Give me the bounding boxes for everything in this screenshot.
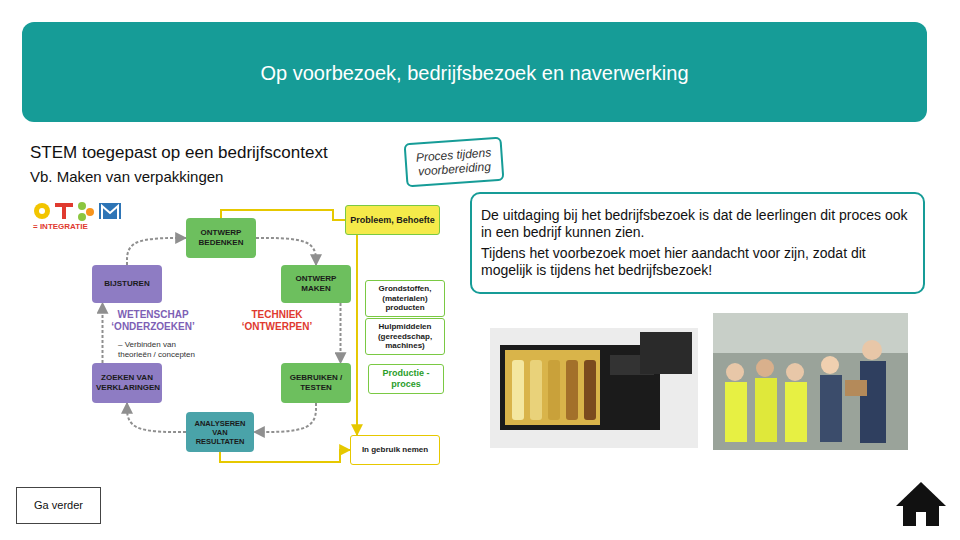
node-text: ONTWERP MAKEN (285, 274, 347, 293)
stem-logo (34, 202, 121, 221)
node-text: Hulpmiddelen (gereedschap, machines) (370, 322, 440, 351)
flow-arrow (256, 238, 316, 265)
process-box: ZOEKEN VAN VERKLARINGEN (92, 363, 162, 403)
process-box: ONTWERP MAKEN (281, 265, 351, 303)
note-box: De uitdaging bij het bedrijfsbezoek is d… (470, 192, 925, 294)
node-text: Probleem, Behoefte (350, 215, 435, 226)
node-text: ONTWERP BEDENKEN (190, 228, 252, 247)
product-photo (490, 328, 698, 448)
flow-arrow (102, 303, 104, 363)
process-box: BIJSTUREN (92, 265, 162, 303)
node-text: Tijdens het voorbezoek moet hier aandach… (481, 245, 914, 279)
resource-box: Grondstoffen, (materialen) producten (365, 280, 445, 317)
heading-label: STEM toegepast op een bedrijfscontext (30, 143, 390, 163)
node-text: ZOEKEN VAN VERKLARINGEN (96, 373, 158, 392)
callout-tag: Proces tijdens voorbereiding (404, 137, 505, 188)
process-label-box: Productie - proces (368, 364, 444, 394)
node-text: Grondstoffen, (materialen) producten (370, 284, 440, 313)
home-icon (896, 482, 946, 526)
flow-arrow (356, 235, 358, 435)
slide-title: Op voorbezoek, bedrijfsbezoek en naverwe… (22, 62, 927, 85)
node-text: BIJSTUREN (96, 279, 158, 289)
output-box: In gebruik nemen (350, 435, 440, 465)
resource-box: Hulpmiddelen (gereedschap, machines) (365, 318, 445, 355)
input-box: Probleem, Behoefte (345, 205, 440, 235)
domain-label: TECHNIEK ‘ONTWERPEN’ (234, 309, 320, 333)
flow-arrow (254, 403, 316, 432)
node-text: ANALYSEREN VAN RESULTATEN (190, 419, 250, 446)
process-box: ANALYSEREN VAN RESULTATEN (186, 412, 254, 452)
process-box: GEBRUIKEN / TESTEN (281, 363, 351, 403)
node-text: De uitdaging bij het bedrijfsbezoek is d… (481, 207, 914, 241)
node-text: Proces tijdens voorbereiding (410, 145, 498, 180)
legend-note: = INTEGRATIE (33, 222, 113, 232)
process-box: ONTWERP BEDENKEN (186, 218, 256, 258)
title-banner (22, 22, 927, 122)
subheading-label: Vb. Maken van verpakkingen (30, 168, 390, 186)
node-text: Productie - proces (373, 368, 439, 390)
domain-label: WETENSCHAP ‘ONDERZOEKEN’ (110, 309, 196, 333)
flow-arrow (127, 238, 186, 265)
nav-button: Ga verder (16, 487, 101, 524)
students-photo (713, 313, 908, 450)
node-text: Ga verder (21, 499, 96, 512)
flow-arrow (127, 403, 186, 432)
note-label: – Verbinden van theorieën / concepten (118, 340, 210, 359)
node-text: In gebruik nemen (355, 445, 435, 455)
flow-arrow (340, 303, 342, 363)
node-text: GEBRUIKEN / TESTEN (285, 373, 347, 392)
